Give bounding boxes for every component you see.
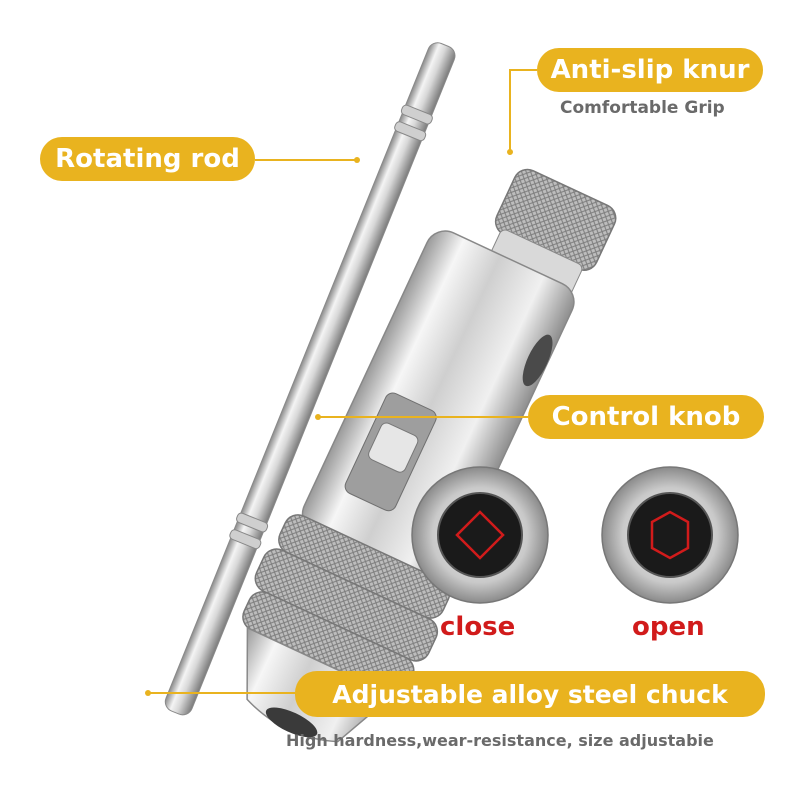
control-knob-label: Control knob bbox=[528, 395, 764, 439]
open-socket bbox=[601, 466, 739, 604]
close-socket bbox=[411, 466, 549, 604]
anti-slip-subtitle: Comfortable Grip bbox=[560, 98, 725, 118]
chuck-label: Adjustable alloy steel chuck bbox=[295, 671, 765, 717]
rotating-rod bbox=[164, 42, 456, 716]
close-label: close bbox=[440, 612, 516, 642]
chuck-subtitle: High hardness,wear-resistance, size adju… bbox=[286, 731, 714, 750]
anti-slip-label: Anti-slip knur bbox=[537, 48, 763, 92]
open-label: open bbox=[632, 612, 705, 642]
callout-lines bbox=[145, 69, 537, 696]
rotating-rod-label: Rotating rod bbox=[40, 137, 255, 181]
